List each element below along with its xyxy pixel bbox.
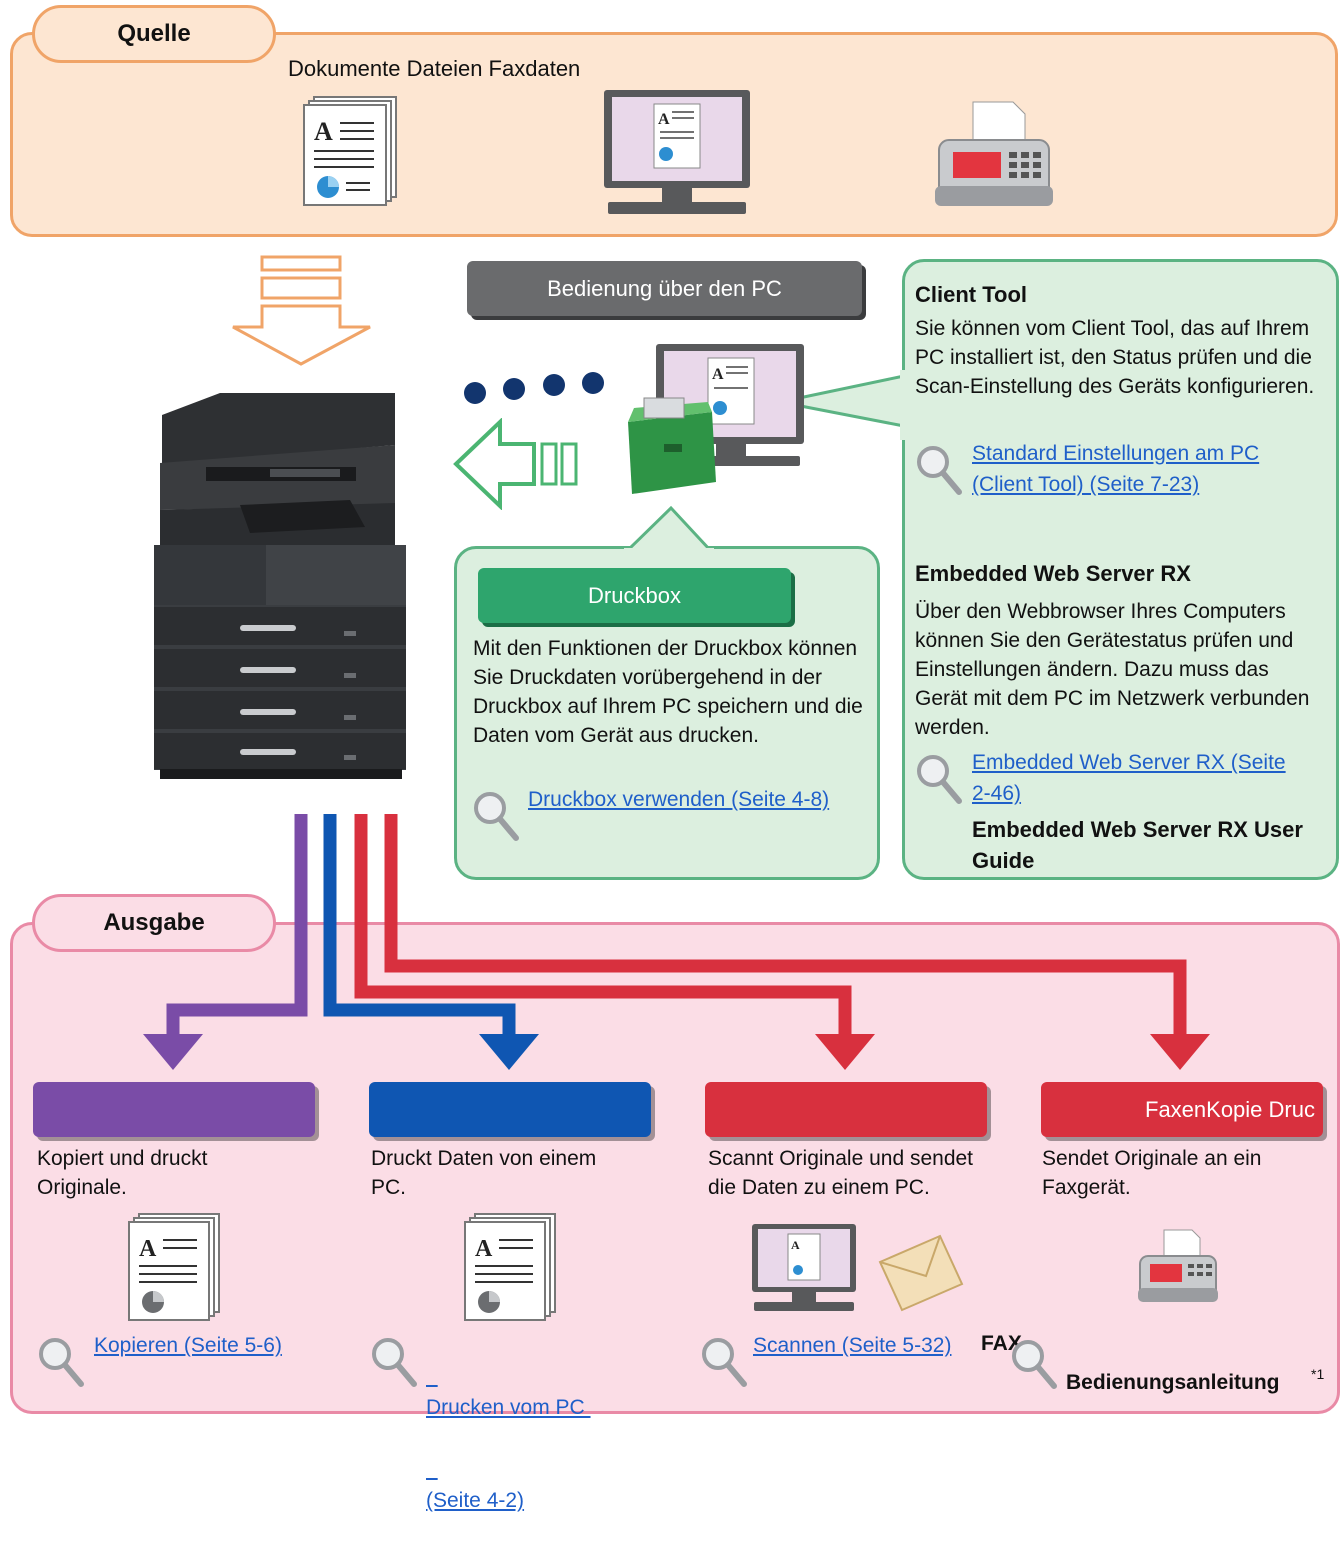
scan-description-line1: Scannt Originale und sendet bbox=[708, 1147, 974, 1170]
scan-description: Scannt Originale und sendet die Daten zu … bbox=[708, 1144, 973, 1202]
magnifier-icon bbox=[917, 446, 962, 495]
magnifier-icon bbox=[917, 755, 962, 804]
printer-device-icon bbox=[154, 393, 406, 779]
magnifier-icon bbox=[1012, 1340, 1057, 1389]
druckbox-label: Druckbox bbox=[588, 582, 681, 608]
client-tool-body: Sie können vom Client Tool, das auf Ihre… bbox=[915, 317, 1315, 398]
magnifier-icon bbox=[39, 1338, 84, 1387]
ews-guide: Embedded Web Server RX User Guide bbox=[972, 817, 1303, 873]
callout-pointer bbox=[779, 370, 906, 440]
pc-monitor-icon: A bbox=[752, 1224, 856, 1311]
green-left-arrow-icon bbox=[453, 418, 578, 510]
input-arrow-icon bbox=[232, 255, 371, 366]
fax-machine-icon bbox=[935, 101, 1053, 206]
print-description-line1: Druckt Daten von einem bbox=[371, 1147, 597, 1170]
svg-text:A: A bbox=[658, 111, 670, 128]
output-flow-lines bbox=[143, 814, 1210, 1070]
client-tool-panel bbox=[902, 259, 1339, 880]
fax-machine-icon bbox=[1138, 1229, 1218, 1302]
output-tab-label: Ausgabe bbox=[103, 909, 205, 936]
callout-pointer bbox=[624, 505, 714, 552]
svg-text:A: A bbox=[475, 1236, 493, 1262]
copy-link[interactable]: Kopieren (Seite 5-6) bbox=[94, 1334, 282, 1357]
print-link[interactable]: Drucken vom PC (Seite 4-2) bbox=[426, 1330, 591, 1547]
print-link-line2[interactable]: (Seite 4-2) bbox=[426, 1489, 525, 1512]
fax-description-line2: Faxgerät. bbox=[1042, 1176, 1131, 1199]
client-tool-title: Client Tool bbox=[915, 282, 1028, 307]
ews-title: Embedded Web Server RX bbox=[915, 561, 1191, 586]
envelope-icon bbox=[878, 1234, 964, 1312]
pc-operation-label: Bedienung über den PC bbox=[547, 275, 782, 301]
source-caption: Dokumente Dateien Faxdaten bbox=[288, 56, 581, 81]
connection-dot bbox=[464, 382, 486, 404]
output-tab: Ausgabe bbox=[32, 894, 276, 952]
connection-dot bbox=[543, 374, 565, 396]
pc-druckbox-icon: A bbox=[628, 344, 804, 494]
copy-description-line1: Kopiert und druckt bbox=[37, 1147, 208, 1170]
manual-reference: Bedienungsanleitung bbox=[1066, 1371, 1280, 1394]
fax-label: FAX bbox=[981, 1332, 1022, 1355]
source-tab: Quelle bbox=[32, 5, 276, 63]
document-stack-icon: A bbox=[128, 1213, 220, 1321]
copy-function-bar bbox=[33, 1082, 315, 1137]
magnifier-icon bbox=[372, 1338, 417, 1387]
druckbox-bar: Druckbox bbox=[478, 568, 791, 623]
client-tool-link-line1[interactable]: Standard Einstellungen am PC bbox=[972, 442, 1260, 465]
druckbox-body: Mit den Funktionen der Druckbox können S… bbox=[473, 637, 863, 747]
print-description-line2: PC. bbox=[371, 1176, 407, 1199]
svg-text:A: A bbox=[314, 117, 333, 146]
copy-description-line2: Originale. bbox=[37, 1176, 127, 1199]
document-stack-icon: A bbox=[464, 1213, 556, 1321]
source-tab-label: Quelle bbox=[117, 20, 191, 47]
ews-link[interactable]: Embedded Web Server RX (Seite 2-46) bbox=[972, 747, 1286, 809]
ews-body: Über den Webbrowser Ihres Computers könn… bbox=[915, 600, 1310, 739]
scan-link[interactable]: Scannen (Seite 5-32) bbox=[753, 1334, 952, 1357]
fax-function-label: FaxenKopie Druc bbox=[1145, 1097, 1315, 1122]
druckbox-link[interactable]: Druckbox verwenden (Seite 4-8) bbox=[528, 788, 830, 811]
client-tool-link[interactable]: Standard Einstellungen am PC (Client Too… bbox=[972, 438, 1259, 500]
ews-link-line1[interactable]: Embedded Web Server RX (Seite bbox=[972, 751, 1286, 774]
magnifier-icon bbox=[474, 792, 519, 841]
document-stack-icon: A bbox=[303, 96, 397, 206]
pc-operation-bar: Bedienung über den PC bbox=[467, 261, 862, 316]
svg-text:A: A bbox=[139, 1236, 157, 1262]
scan-description-line2: die Daten zu einem PC. bbox=[708, 1176, 930, 1199]
svg-text:A: A bbox=[791, 1238, 800, 1252]
fax-function-bar: FaxenKopie Druc bbox=[1041, 1082, 1323, 1137]
print-link-line1[interactable]: Drucken vom PC bbox=[426, 1396, 591, 1419]
print-function-bar bbox=[369, 1082, 651, 1137]
pc-monitor-icon: A bbox=[604, 90, 750, 214]
footnote-marker: *1 bbox=[1311, 1366, 1325, 1382]
client-tool-link-line2[interactable]: (Client Tool) (Seite 7-23) bbox=[972, 473, 1200, 496]
svg-text:A: A bbox=[712, 366, 724, 383]
connection-dot bbox=[503, 378, 525, 400]
connection-dot bbox=[582, 372, 604, 394]
magnifier-icon bbox=[702, 1338, 747, 1387]
scan-function-bar bbox=[705, 1082, 987, 1137]
ews-link-line2[interactable]: 2-46) bbox=[972, 782, 1022, 805]
fax-description-line1: Sendet Originale an ein bbox=[1042, 1147, 1262, 1170]
